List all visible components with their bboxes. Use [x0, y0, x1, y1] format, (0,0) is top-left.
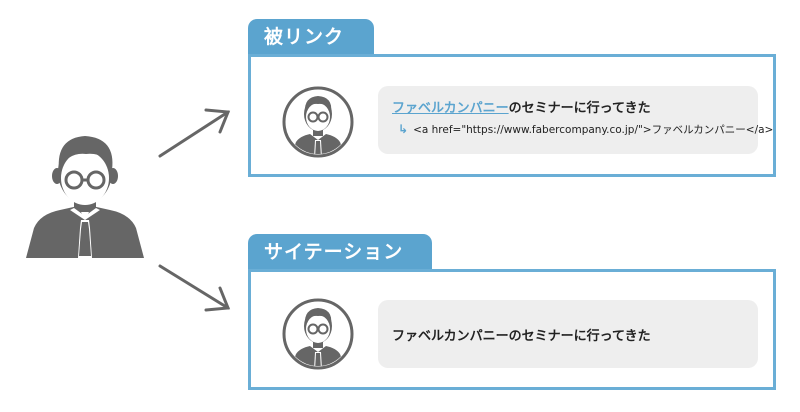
tab-backlink: 被リンク — [248, 19, 374, 55]
citation-bubble-text: ファベルカンパニーのセミナーに行ってきた — [392, 329, 651, 344]
backlink-anchor-link[interactable]: ファベルカンパニー — [392, 101, 509, 116]
businessman-avatar-icon — [282, 86, 354, 158]
citation-tab-label: サイテーション — [264, 241, 404, 263]
citation-speech-bubble: ファベルカンパニーのセミナーに行ってきた — [378, 300, 758, 368]
businessman-avatar-icon — [282, 298, 354, 370]
backlink-bubble-text: ファベルカンパニーのセミナーに行ってきた — [392, 97, 651, 116]
arrow-down-right-icon — [158, 264, 231, 312]
tab-citation: サイテーション — [248, 234, 432, 270]
arrow-up-right-icon — [158, 108, 231, 158]
return-arrow-icon: ↳ — [398, 122, 409, 136]
backlink-rest-text: のセミナーに行ってきた — [508, 101, 651, 116]
backlink-code: <a href="https://www.fabercompany.co.jp/… — [413, 124, 774, 136]
businessman-icon — [26, 136, 144, 258]
arrows-group — [158, 108, 231, 312]
backlink-tab-label: 被リンク — [264, 26, 345, 48]
backlink-code-line: ↳ <a href="https://www.fabercompany.co.jp… — [398, 122, 773, 137]
backlink-speech-bubble: ファベルカンパニーのセミナーに行ってきた ↳ <a href="https://w… — [378, 86, 773, 154]
